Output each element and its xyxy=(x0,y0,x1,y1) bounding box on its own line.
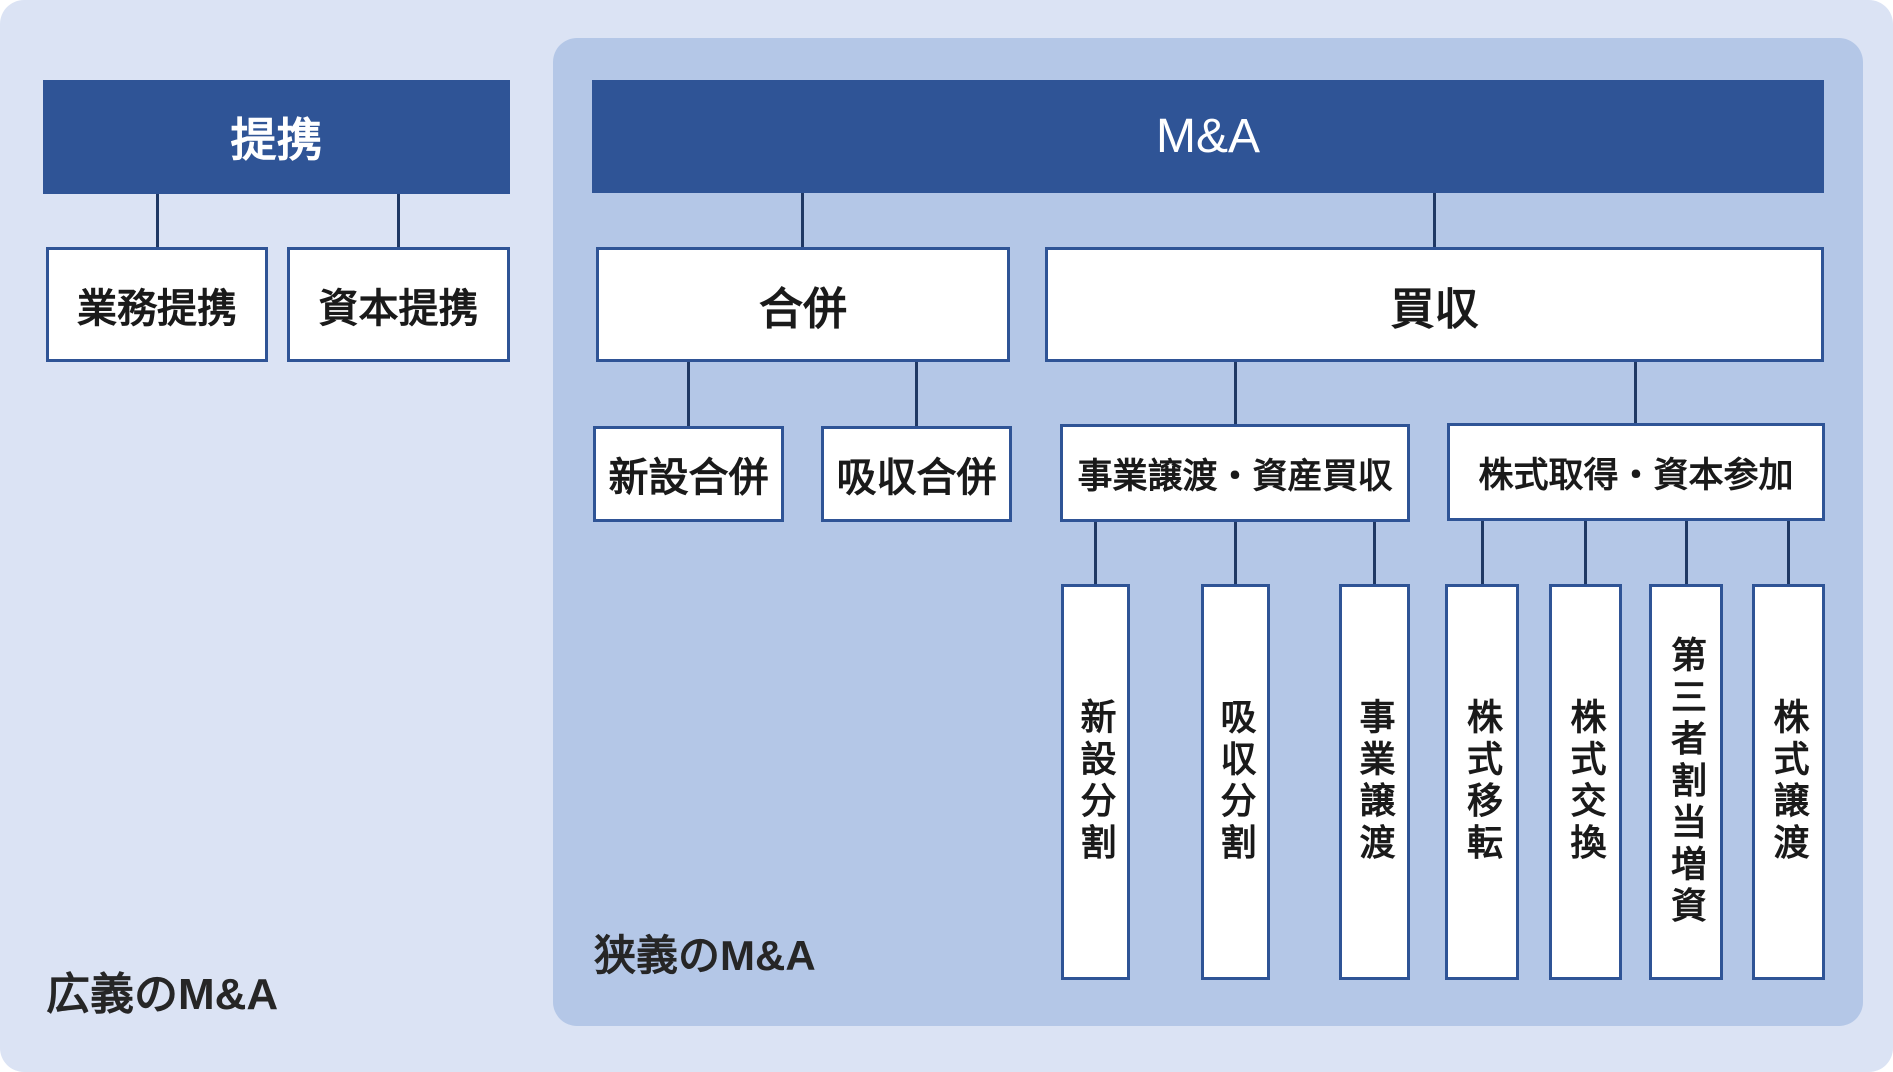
business-transfer-box: 事業譲渡 xyxy=(1339,584,1410,980)
connector-line xyxy=(1373,520,1376,586)
share-acquisition-capital-participation-box: 株式取得・資本参加 xyxy=(1447,423,1825,521)
broad-ma-caption: 広義のM&A xyxy=(46,970,279,1019)
connector-line xyxy=(156,192,159,249)
merger-box: 合併 xyxy=(596,247,1010,362)
acquisition-box: 買収 xyxy=(1045,247,1824,362)
business-transfer-asset-acquisition-box: 事業譲渡・資産買収 xyxy=(1060,424,1410,522)
absorption-merger-box: 吸収合併 xyxy=(821,426,1012,522)
connector-line xyxy=(1634,360,1637,425)
connector-line xyxy=(1481,519,1484,586)
share-assignment-box: 株式譲渡 xyxy=(1752,584,1825,980)
connector-line xyxy=(1685,519,1688,586)
connector-line xyxy=(397,192,400,249)
connector-line xyxy=(1584,519,1587,586)
share-transfer-plan-box: 株式移転 xyxy=(1445,584,1519,980)
connector-line xyxy=(1094,520,1097,586)
connector-line xyxy=(1234,360,1237,426)
third-party-allotment-box: 第三者割当増資 xyxy=(1649,584,1723,980)
business-alliance-box: 業務提携 xyxy=(46,247,268,362)
share-exchange-box: 株式交換 xyxy=(1549,584,1622,980)
connector-line xyxy=(687,360,690,428)
capital-alliance-box: 資本提携 xyxy=(287,247,510,362)
alliance-root-box: 提携 xyxy=(43,80,510,194)
narrow-ma-caption: 狭義のM&A xyxy=(594,932,816,979)
connector-line xyxy=(915,360,918,428)
absorption-split-box: 吸収分割 xyxy=(1201,584,1270,980)
connector-line xyxy=(1787,519,1790,586)
connector-line xyxy=(1433,191,1436,249)
connector-line xyxy=(1234,520,1237,586)
connector-line xyxy=(801,191,804,249)
new-establishment-split-box: 新設分割 xyxy=(1061,584,1130,980)
ma-root-box: M&A xyxy=(592,80,1824,193)
new-establishment-merger-box: 新設合併 xyxy=(593,426,784,522)
